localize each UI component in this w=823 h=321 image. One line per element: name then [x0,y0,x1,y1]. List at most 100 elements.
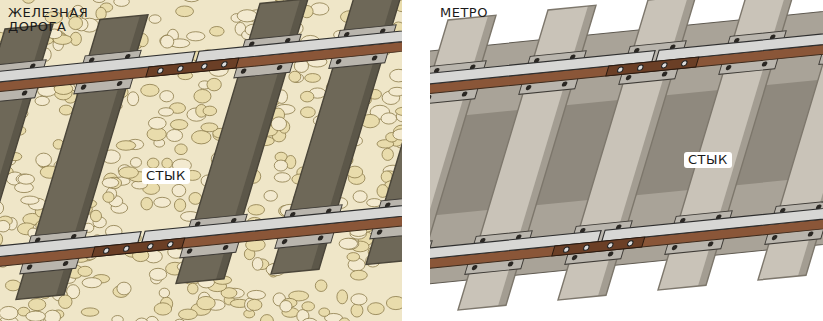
spike-bolt [222,245,229,251]
spike-bolt [21,90,28,96]
ballast-stone [353,191,367,203]
ballast-stone [192,131,211,144]
ballast-stone [102,178,118,188]
ballast-stone [182,0,201,2]
ballast-stone [44,310,60,321]
ballast-stone [207,78,221,91]
ballast-stone [339,318,349,321]
ballast-stone [381,113,396,124]
ballast-stone [301,318,318,321]
spike-bolt [725,65,732,71]
track-frame [430,0,823,321]
ballast-stone [174,199,185,212]
ballast-stone [90,210,101,222]
spike-bolt [317,235,324,241]
ballast-stone [160,91,174,102]
ballast-stone [0,306,18,319]
ballast-stone [260,315,273,321]
ballast-stone [197,296,215,309]
ballast-stone [350,270,367,280]
ballast-stone [210,27,225,37]
spike-bolt [240,68,247,74]
ballast-stone [280,301,292,313]
fishplate-bolt [221,61,228,67]
ballast-stone [271,117,286,131]
spike-bolt [471,265,478,271]
spike-bolt [276,65,283,71]
spike-bolt [281,239,288,245]
ballast-stone [18,174,35,184]
fishplate-bolt [563,247,570,253]
ballast-stone [127,92,138,106]
ballast-stone [161,35,174,48]
rail-head [196,5,402,62]
rail-web [430,196,823,286]
ballast-stone [175,144,187,155]
ballast-stone [149,15,161,23]
ballast-stone [351,294,367,305]
rail-head [142,185,402,242]
ballast-stone [0,232,3,246]
ballast-stone [116,141,135,151]
ballast-stone [22,0,34,3]
ballast-stone [82,278,102,288]
ballast-stone [264,191,277,202]
ballast-stone [146,316,159,321]
ballast-stone [194,89,211,103]
ballast-stone [59,295,72,309]
ballast-stone [274,160,287,171]
spike-bolt [707,241,714,247]
fishplate-bolt [661,62,668,68]
ballast-stone [130,158,141,168]
ballast-stone [247,290,265,299]
ballast-stone [339,238,357,249]
ballast-stone [305,74,321,83]
spike-bolt [671,245,678,251]
fishplate-bolt [123,246,130,252]
ballast-stone [382,148,393,160]
ballast-stone [248,205,264,215]
spike-bolt [607,251,614,257]
spike-bolt [80,84,87,90]
fishplate [146,58,239,77]
fishplate-bolt [167,241,174,247]
ballast-stone [81,308,99,316]
fishplate [552,237,645,256]
ballast-stone [35,96,49,105]
ballast-stone [103,192,114,202]
spike-bolt [561,81,568,87]
fishplate-bolt [147,243,154,249]
ballast-stone [114,0,130,6]
ballast-stone [141,197,153,209]
spike-bolt [116,81,123,87]
ballast-stone [395,107,402,115]
spike-bolt [376,229,383,235]
ballast-stone [319,308,330,316]
ballast-stone [96,7,106,20]
fishplate-bolt [627,240,634,246]
spike-bolt [62,261,69,267]
panel-title: ЖЕЛЕЗНАЯ ДОРОГА [8,6,118,33]
spike-bolt [661,71,668,77]
fishplate-bolt [177,66,184,72]
ballast-stone [289,71,301,82]
ballast-stone [368,303,385,315]
spike-bolt [761,61,768,67]
ballast-stone [119,167,139,178]
rail-head [602,185,823,241]
ballast-stone [148,117,166,129]
ballast-stone [301,107,316,118]
ballast-stone [188,283,198,294]
ballast-stone [386,296,402,309]
ballast-stone [351,304,363,317]
spike-bolt [461,91,468,97]
joint-label: СТЫК [142,168,190,184]
ballast-stone [390,69,402,82]
fishplate [606,57,699,76]
ballast-stone [78,266,92,276]
ballast-stone [28,299,45,311]
ballast-stone [167,129,183,141]
ballast-stone [117,282,131,295]
spike-bolt [525,85,532,91]
